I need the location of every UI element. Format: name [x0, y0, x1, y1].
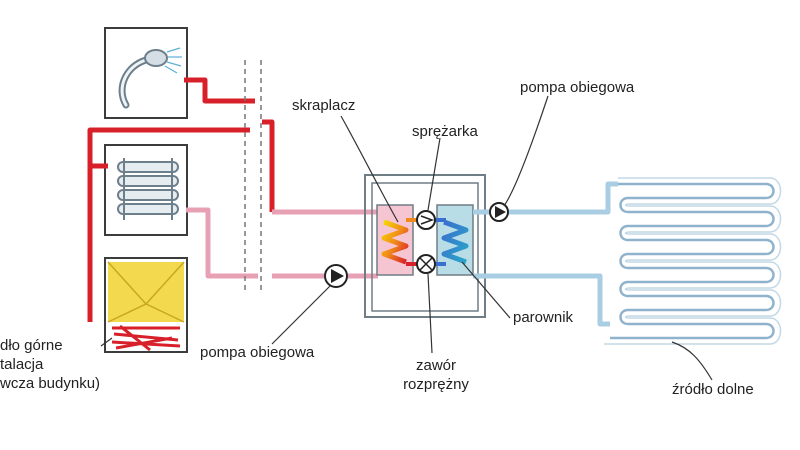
- label-pump-bottom: pompa obiegowa: [200, 344, 315, 361]
- circulation-pump-icon-left: [324, 264, 348, 288]
- label-upper-source-line1: dło górne: [0, 337, 63, 354]
- label-lower-source: źródło dolne: [672, 381, 754, 398]
- warm-pipe: [186, 207, 378, 279]
- label-condenser: skraplacz: [292, 97, 356, 114]
- label-upper-source-line2: talacja: [0, 356, 44, 373]
- label-upper-source-line3: wcza budynku): [0, 375, 101, 392]
- label-pump-top: pompa obiegowa: [520, 79, 635, 96]
- ground-collector: [604, 177, 782, 345]
- compressor-icon: [416, 210, 436, 230]
- label-evaporator: parownik: [513, 309, 574, 326]
- label-expansion-valve: zawór rozprężny: [396, 356, 476, 394]
- hot-pipe: [87, 77, 275, 322]
- label-expansion-valve-line1: zawór: [415, 357, 456, 374]
- radiator-icon: [117, 158, 179, 220]
- expansion-valve-icon: [416, 254, 436, 274]
- label-compressor: sprężarka: [412, 123, 478, 140]
- evaporator: [436, 204, 474, 276]
- heat-pump-unit: [364, 174, 486, 318]
- cold-pipe: [473, 181, 618, 327]
- label-expansion-valve-line2: rozprężny: [403, 376, 469, 393]
- shower-head-icon: [118, 47, 182, 109]
- leader-lines: [100, 95, 713, 381]
- circulation-pump-icon-right: [489, 202, 509, 222]
- label-upper-source: dło górne talacja wcza budynku): [0, 336, 100, 393]
- storage-tank: [104, 257, 188, 353]
- wall-break: [244, 60, 262, 290]
- shower-box: [104, 27, 188, 119]
- radiator-box: [104, 144, 188, 236]
- floor-heating-coil: [111, 324, 181, 352]
